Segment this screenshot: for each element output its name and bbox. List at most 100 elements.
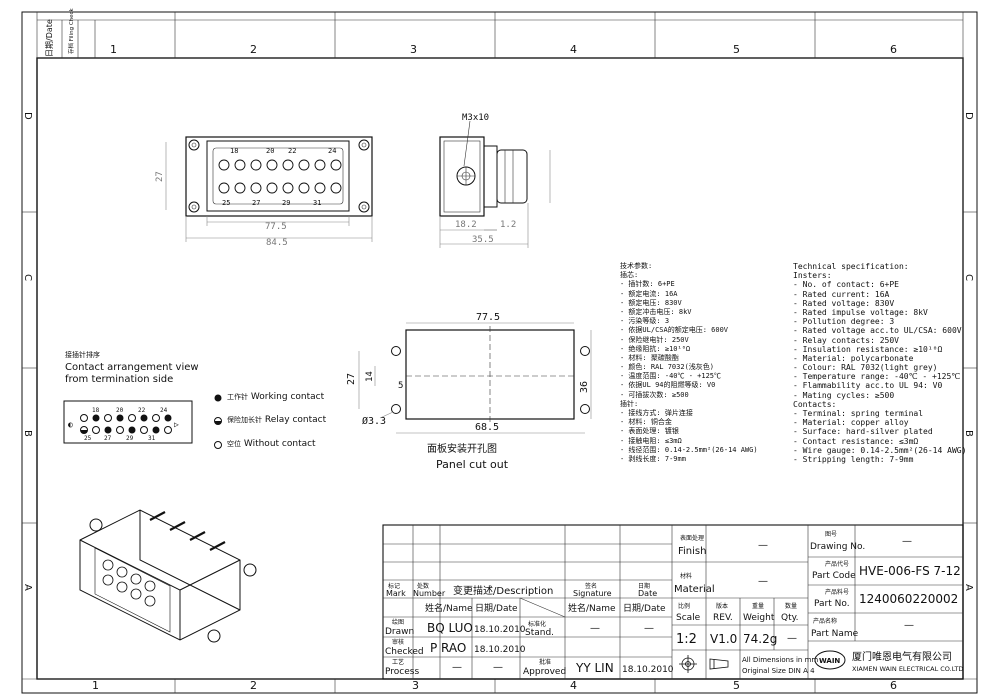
side-screw-label: M3x10	[462, 113, 489, 123]
spec-en-line: - Wire gauge: 0.14-2.5mm²(26-14 AWG)	[793, 445, 967, 455]
outer-frame	[21, 11, 978, 694]
panel-cutout: 77.5 68.5 27 14 36 5 Ø3.3 面板安装开孔图 Panel …	[346, 312, 592, 471]
svg-text:6: 6	[890, 43, 897, 56]
svg-text:A: A	[963, 584, 974, 591]
spec-en-line: - Mating cycles: ≥500	[793, 390, 895, 400]
filing-label: 存档 Filing Check	[67, 7, 75, 54]
svg-text:1: 1	[110, 43, 117, 56]
svg-text:Date: Date	[638, 589, 657, 598]
spec-cn-line: - 材料: 聚碳酸酯	[620, 353, 679, 362]
svg-text:Part Code: Part Code	[812, 571, 856, 581]
legend-working: 工作针 Working contact	[227, 392, 325, 402]
spec-en-line: - Stripping length: 7-9mm	[793, 454, 914, 464]
svg-text:6: 6	[890, 679, 897, 692]
svg-text:—: —	[758, 576, 768, 587]
spec-en-line: - Relay contacts: 250V	[793, 335, 899, 345]
spec-cn-line: - 接线方式: 弹片连接	[620, 409, 693, 417]
spec-en-line: - Contact resistance: ≤3mΩ	[793, 436, 919, 446]
svg-text:2: 2	[250, 679, 257, 692]
svg-text:Stand.: Stand.	[525, 628, 554, 638]
svg-text:18.10.2010: 18.10.2010	[474, 645, 526, 655]
svg-text:C: C	[22, 274, 33, 281]
svg-text:24: 24	[160, 407, 168, 414]
svg-text:Original Size DIN A 4: Original Size DIN A 4	[742, 667, 815, 675]
front-contact-label: 22	[288, 147, 296, 155]
spec-cn-line: - 额定冲击电压: 8kV	[620, 307, 692, 316]
svg-text:18: 18	[92, 407, 100, 414]
svg-text:Number: Number	[413, 589, 446, 598]
spec-en-line: - Terminal: spring terminal	[793, 409, 924, 418]
svg-text:Signature: Signature	[573, 589, 612, 598]
spec-en-line: - Material: copper alloy	[793, 418, 909, 428]
svg-text:—: —	[590, 623, 600, 634]
front-contact-label: 29	[282, 199, 290, 207]
spec-cn-line: - 额定电流: 16A	[620, 289, 678, 298]
svg-text:产品料号: 产品料号	[825, 588, 849, 596]
spec-en-line: - Flammability acc.to UL 94: V0	[793, 381, 943, 391]
title-block: 标记 Mark 处数 Number 变更描述/Description 签名 Si…	[385, 531, 963, 677]
svg-text:重量: 重量	[752, 602, 764, 610]
svg-text:2: 2	[250, 43, 257, 56]
svg-text:Part No.: Part No.	[814, 599, 850, 609]
front-contact-label: 20	[266, 147, 274, 155]
svg-text:审核: 审核	[392, 638, 404, 646]
svg-text:3: 3	[410, 43, 417, 56]
svg-text:标记: 标记	[388, 582, 400, 590]
spec-cn-line: - 线径范围: 0.14-2.5mm²(26-14 AWG)	[620, 445, 758, 454]
legend-without: 空位 Without contact	[227, 439, 316, 449]
svg-text:4: 4	[570, 679, 577, 692]
spec-en-line: - Colour: RAL 7032(light grey)	[793, 363, 938, 373]
svg-text:18.10.2010: 18.10.2010	[474, 625, 526, 635]
cut-dim-36: 36	[579, 381, 590, 393]
spec-cn-line: 插针:	[620, 399, 639, 408]
spec-en-line: - Rated impulse voltage: 8kV	[793, 307, 928, 317]
arrange-title-en-1: Contact arrangement view	[65, 362, 199, 373]
svg-text:数量: 数量	[785, 602, 797, 610]
front-contact-label: 18	[230, 147, 238, 155]
spec-cn: 技术参数:插芯:- 插针数: 6+PE- 额定电流: 16A- 额定电压: 83…	[620, 262, 758, 464]
svg-text:Drawing No.: Drawing No.	[810, 542, 865, 552]
svg-text:1: 1	[92, 679, 99, 692]
arrange-title-cn: 接插针排序	[65, 350, 100, 359]
side-view: M3x10 18.2 1.2 35.5	[439, 113, 551, 248]
svg-text:20: 20	[116, 407, 124, 414]
svg-text:产品名称: 产品名称	[813, 617, 837, 625]
svg-text:材料: 材料	[680, 572, 692, 580]
cut-dim-width: 77.5	[476, 312, 500, 323]
spec-en-line: - Rated voltage: 830V	[793, 298, 895, 308]
spec-en-line: - Insulation resistance: ≥10¹⁰Ω	[793, 344, 943, 354]
svg-text:Approved: Approved	[523, 667, 566, 677]
svg-text:Mark: Mark	[386, 589, 406, 598]
cut-dim-5: 5	[398, 381, 403, 391]
svg-text:Material: Material	[674, 584, 715, 595]
spec-cn-line: - 温度范围: -40℃ - +125℃	[620, 372, 722, 381]
spec-en-line: Contacts:	[793, 399, 837, 409]
company-name-en: XIAMEN WAIN ELECTRICAL CO.LTD	[852, 665, 963, 673]
svg-text:—: —	[452, 662, 462, 673]
spec-cn-line: - 依据UL 94的阻燃等级: V0	[620, 381, 716, 390]
svg-text:29: 29	[126, 435, 134, 442]
spec-en-line: - No. of contact: 6+PE	[793, 280, 899, 290]
dim-front-height: 27	[155, 171, 165, 182]
front-view: 18 20 22 24 25 27 29 31 77.5 84.5 27	[155, 136, 373, 248]
svg-text:Scale: Scale	[676, 613, 701, 623]
svg-text:V1.0: V1.0	[710, 632, 737, 646]
svg-text:Finish: Finish	[678, 546, 706, 557]
svg-text:5: 5	[733, 679, 740, 692]
svg-text:签名: 签名	[585, 582, 597, 590]
svg-text:1:2: 1:2	[676, 632, 697, 647]
legend-relay: 保险加长针 Relay contact	[227, 415, 327, 425]
company-logo	[814, 650, 846, 670]
cutout-title-en: Panel cut out	[436, 458, 509, 471]
dim-front-outer: 84.5	[266, 238, 288, 248]
svg-text:姓名/Name: 姓名/Name	[425, 602, 473, 614]
svg-text:27: 27	[104, 435, 112, 442]
cut-dim-holes: 68.5	[475, 422, 499, 433]
svg-text:▷: ▷	[174, 420, 179, 429]
svg-text:处数: 处数	[417, 582, 429, 590]
front-contact-label: 25	[222, 199, 230, 207]
spec-cn-line: - 可插拔次数: ≥500	[620, 390, 689, 399]
svg-text:表面处理: 表面处理	[680, 534, 704, 542]
svg-text:D: D	[963, 112, 974, 120]
